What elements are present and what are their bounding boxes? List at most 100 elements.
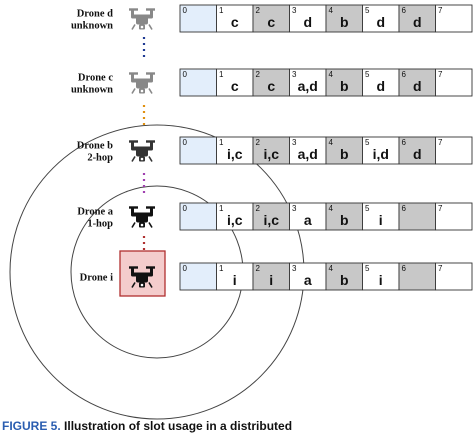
slot-occupied-box <box>252 202 290 231</box>
slot-free-box <box>435 136 473 165</box>
slot-value: d <box>413 78 422 94</box>
slot-index: 7 <box>438 264 443 273</box>
slot-free-box <box>362 4 400 33</box>
slot-value: b <box>340 78 349 94</box>
caption-text: Illustration of slot usage in a distribu… <box>64 419 293 433</box>
slot-index: 2 <box>256 204 261 213</box>
drone-label-line: Drone d <box>77 9 113 20</box>
slot-value: a <box>304 212 312 228</box>
slot-index: 0 <box>183 70 188 79</box>
drone-label-line: unknown <box>71 21 113 32</box>
slot-cell: 6d <box>398 4 436 33</box>
slot-cell: 3d <box>289 4 327 33</box>
slot-index: 1 <box>219 264 224 273</box>
slot-occupied-box <box>325 4 363 33</box>
slot-index: 7 <box>438 70 443 79</box>
slot-value: b <box>340 212 349 228</box>
slot-index: 4 <box>329 70 334 79</box>
slot-value: c <box>231 14 239 30</box>
slot-index: 1 <box>219 138 224 147</box>
slot-index: 1 <box>219 204 224 213</box>
slot-free-box <box>289 136 327 165</box>
slot-occupied-box <box>325 202 363 231</box>
slot-free-box <box>435 262 473 291</box>
slot-index: 4 <box>329 138 334 147</box>
slot-cell: 5d <box>362 68 400 97</box>
drone-gray-icon <box>127 72 157 95</box>
slot-value: c <box>267 14 275 30</box>
drone-icons <box>127 8 157 289</box>
slot-index: 0 <box>183 264 188 273</box>
slot-cell: 6 <box>398 202 436 231</box>
slot-index: 3 <box>292 264 297 273</box>
slot-index: 6 <box>402 204 407 213</box>
slot-cell: 3a,d <box>289 68 327 97</box>
slot-value: i <box>379 212 383 228</box>
slot-cell: 4b <box>325 262 363 291</box>
slot-cell: 0 <box>179 136 217 165</box>
slot-occupied-box <box>325 136 363 165</box>
slot-value: c <box>267 78 275 94</box>
slot-self-box <box>179 136 217 165</box>
slot-occupied-box <box>398 136 436 165</box>
slot-cell: 3a <box>289 202 327 231</box>
slot-index: 6 <box>402 138 407 147</box>
slot-index: 2 <box>256 6 261 15</box>
slot-free-box <box>216 262 254 291</box>
slot-cell: 2i <box>252 262 290 291</box>
drone-label-line: Drone c <box>78 73 113 84</box>
slot-value: i,d <box>373 146 389 162</box>
slot-occupied-box <box>398 262 436 291</box>
drone-label-line: unknown <box>71 85 113 96</box>
slot-self-box <box>179 202 217 231</box>
slot-value: d <box>376 14 385 30</box>
slot-index: 5 <box>365 138 370 147</box>
slot-cell: 3a <box>289 262 327 291</box>
slot-occupied-box <box>398 68 436 97</box>
drone-dark-icon <box>127 140 157 163</box>
slot-index: 6 <box>402 6 407 15</box>
slot-index: 3 <box>292 6 297 15</box>
drone-label: Drone i <box>80 273 113 284</box>
slot-value: a <box>304 272 312 288</box>
slot-cell: 5i <box>362 202 400 231</box>
slot-occupied-box <box>252 4 290 33</box>
slot-occupied-box <box>252 68 290 97</box>
slot-index: 1 <box>219 6 224 15</box>
slot-occupied-box <box>252 136 290 165</box>
slot-cell: 7 <box>435 68 473 97</box>
slot-cell: 6d <box>398 136 436 165</box>
slot-index: 7 <box>438 204 443 213</box>
slot-self-box <box>179 4 217 33</box>
slot-cell: 7 <box>435 136 473 165</box>
slot-cell: 1c <box>216 68 254 97</box>
slot-index: 0 <box>183 138 188 147</box>
slot-index: 7 <box>438 138 443 147</box>
slot-index: 4 <box>329 264 334 273</box>
slot-index: 3 <box>292 204 297 213</box>
caption-figure-number: FIGURE 5. <box>2 419 61 433</box>
slot-index: 5 <box>365 204 370 213</box>
slot-cell: 5i <box>362 262 400 291</box>
slot-cell: 1i <box>216 262 254 291</box>
slot-value: i <box>379 272 383 288</box>
slot-index: 5 <box>365 70 370 79</box>
drone-black-icon <box>127 206 157 229</box>
slot-occupied-box <box>252 262 290 291</box>
drone-gray-icon <box>127 8 157 31</box>
slot-free-box <box>216 68 254 97</box>
slot-value: d <box>376 78 385 94</box>
slot-index: 2 <box>256 138 261 147</box>
slot-cell: 7 <box>435 262 473 291</box>
slot-cell: 0 <box>179 68 217 97</box>
slot-free-box <box>216 202 254 231</box>
slot-index: 6 <box>402 264 407 273</box>
slot-value: i,c <box>263 212 279 228</box>
slot-value: i,c <box>227 212 243 228</box>
slot-cell: 7 <box>435 4 473 33</box>
